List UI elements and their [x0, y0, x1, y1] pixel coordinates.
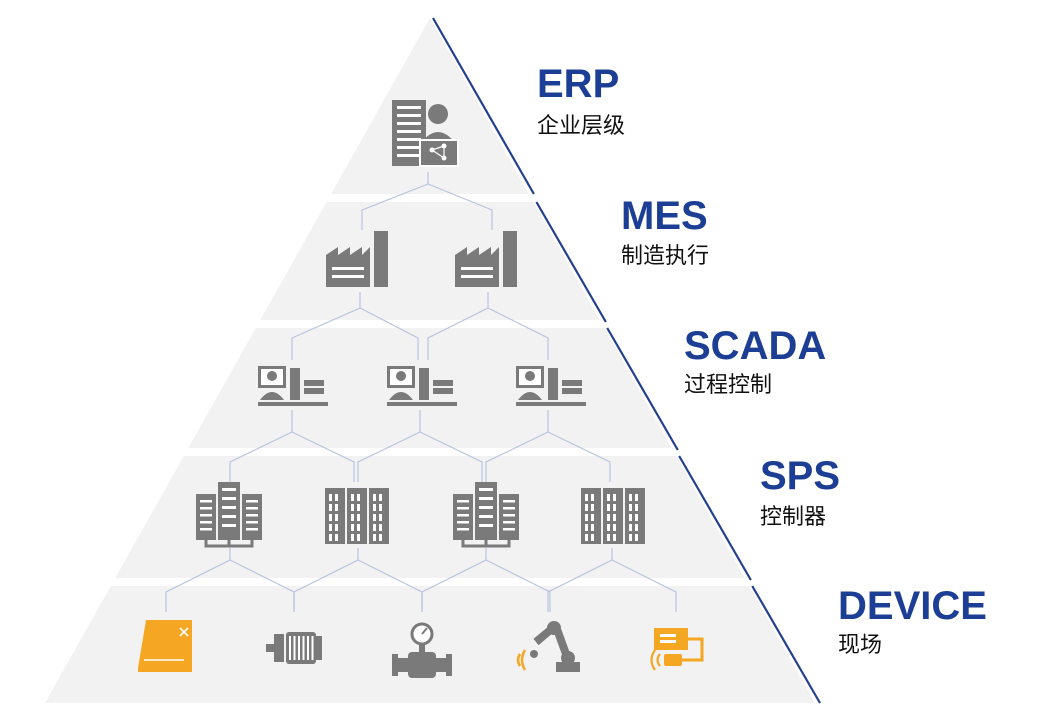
connector-sps-device-3-a: [547, 548, 613, 612]
connector-scada-sps-2-b: [547, 431, 611, 482]
level-title-mes: MES: [621, 194, 708, 238]
plc-cabinet-icon-3: [453, 482, 519, 548]
level-subtitle-erp: 企业层级: [537, 114, 626, 139]
level-title-sps: SPS: [760, 454, 841, 498]
pyramid-edge-device: [751, 585, 821, 704]
connector-sps-device-0-a: [165, 548, 231, 612]
connector-sps-device-2-b: [485, 559, 551, 612]
connector-mes-scada-3: [427, 292, 489, 360]
sensor-icon: [650, 628, 704, 671]
plc-cabinet-icon-2: [325, 488, 389, 544]
level-subtitle-sps: 控制器: [760, 505, 827, 530]
connector-mes-scada-2: [359, 307, 419, 360]
pyramid-bands: [45, 18, 815, 703]
factory-icon-2: [455, 231, 517, 287]
connector-sps-device-2-a: [421, 548, 487, 612]
level-title-erp: ERP: [537, 62, 620, 106]
level-icons: [138, 100, 704, 678]
pyramid-edge-sps: [678, 455, 752, 581]
factory-icon-1: [326, 231, 388, 287]
pyramid-edge-scada: [606, 327, 679, 451]
plc-cabinet-icon-1: [196, 482, 262, 548]
pyramid-band-device: [45, 586, 815, 703]
pyramid-band-mes: [260, 202, 600, 320]
pyramid-edge-erp: [432, 17, 535, 195]
workstation-icon-2: [387, 366, 457, 406]
connector-scada-sps-0-b: [291, 431, 355, 482]
robot-arm-icon: [516, 621, 580, 672]
connector-scada-sps-1-b: [419, 431, 483, 482]
connector-scada-sps-2-a: [485, 410, 549, 482]
level-title-device: DEVICE: [838, 584, 987, 628]
level-subtitle-device: 现场: [838, 633, 883, 658]
pressure-valve-icon: [392, 622, 452, 678]
pyramid-edge-mes: [535, 201, 607, 323]
workstation-icon-3: [516, 366, 586, 406]
hmi-panel-icon: [138, 620, 192, 672]
level-subtitle-scada: 过程控制: [684, 373, 773, 398]
plc-cabinet-icon-4: [581, 488, 645, 544]
connector-erp-mes-right: [427, 183, 493, 230]
connector-mes-scada-4: [487, 307, 549, 360]
pyramid-band-sps: [115, 456, 745, 578]
connector-sps-device-1-a: [293, 548, 359, 612]
connector-scada-sps-1-a: [357, 410, 421, 482]
pyramid-band-scada: [188, 328, 672, 448]
connector-scada-sps-0-a: [229, 410, 293, 482]
connector-erp-mes-left: [361, 172, 429, 230]
level-subtitle-mes: 制造执行: [621, 244, 710, 269]
workstation-icon-1: [258, 366, 328, 406]
erp-server-user-icon: [392, 100, 459, 167]
connector-sps-device-3-b: [611, 559, 677, 612]
connector-mes-scada-1: [291, 292, 361, 360]
connector-lines: [165, 172, 677, 612]
pyramid-edge-lines: [432, 17, 821, 704]
motor-icon: [266, 632, 322, 664]
level-title-scada: SCADA: [684, 324, 827, 368]
pyramid-band-erp: [331, 18, 529, 194]
